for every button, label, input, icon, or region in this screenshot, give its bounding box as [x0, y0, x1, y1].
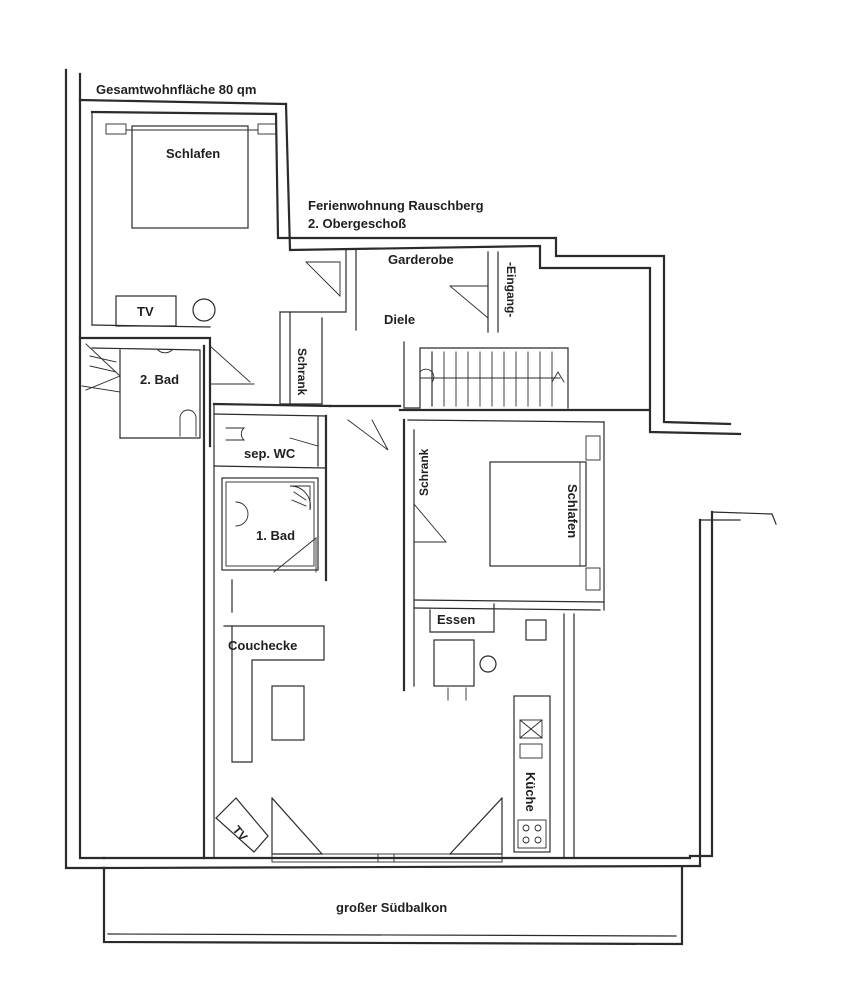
sep-wc: [213, 414, 328, 582]
sofa-corner-label: Couchecke: [228, 638, 297, 653]
closet-bedroom-label: Schrank: [417, 448, 431, 496]
wardrobe-label: Garderobe: [388, 252, 454, 267]
left-room-walls: [78, 336, 215, 860]
bedroom-top: [91, 111, 277, 328]
floor-subtitle: 2. Obergeschoß: [308, 216, 406, 231]
bedroom-top-label: Schlafen: [166, 146, 220, 161]
staircase: [403, 341, 569, 409]
kitchen-label: Küche: [523, 772, 538, 812]
bath2-label: 2. Bad: [140, 372, 179, 387]
total-area-label: Gesamtwohnfläche 80 qm: [96, 82, 256, 97]
kitchen: [513, 613, 575, 859]
bedroom-right: [402, 418, 605, 692]
tv-cabinet-top: [115, 295, 177, 327]
dining: [429, 603, 547, 701]
balcony-outline: [102, 866, 684, 946]
hall-label: Diele: [384, 312, 415, 327]
corridor-walls: [212, 402, 650, 451]
apartment-title: Ferienwohnung Rauschberg: [308, 198, 484, 213]
tv-bottom-label: TV: [230, 823, 251, 844]
sep-wc-label: sep. WC: [244, 446, 296, 461]
living-area: [215, 579, 503, 863]
balcony-label: großer Südbalkon: [336, 900, 447, 915]
outer-walls: [64, 68, 777, 870]
bath1-label: 1. Bad: [256, 528, 295, 543]
bath1: [221, 477, 319, 573]
entrance-label: -Eingang-: [504, 262, 518, 317]
wardrobe-entrance: [449, 251, 499, 333]
closet-hall: [279, 249, 357, 405]
lamp-top: [192, 298, 216, 322]
bath2-fixtures: [157, 345, 255, 437]
bedroom-right-label: Schlafen: [565, 484, 580, 538]
dining-label: Essen: [437, 612, 475, 627]
closet-hall-label: Schrank: [295, 348, 309, 396]
tv-top-label: TV: [137, 304, 154, 319]
